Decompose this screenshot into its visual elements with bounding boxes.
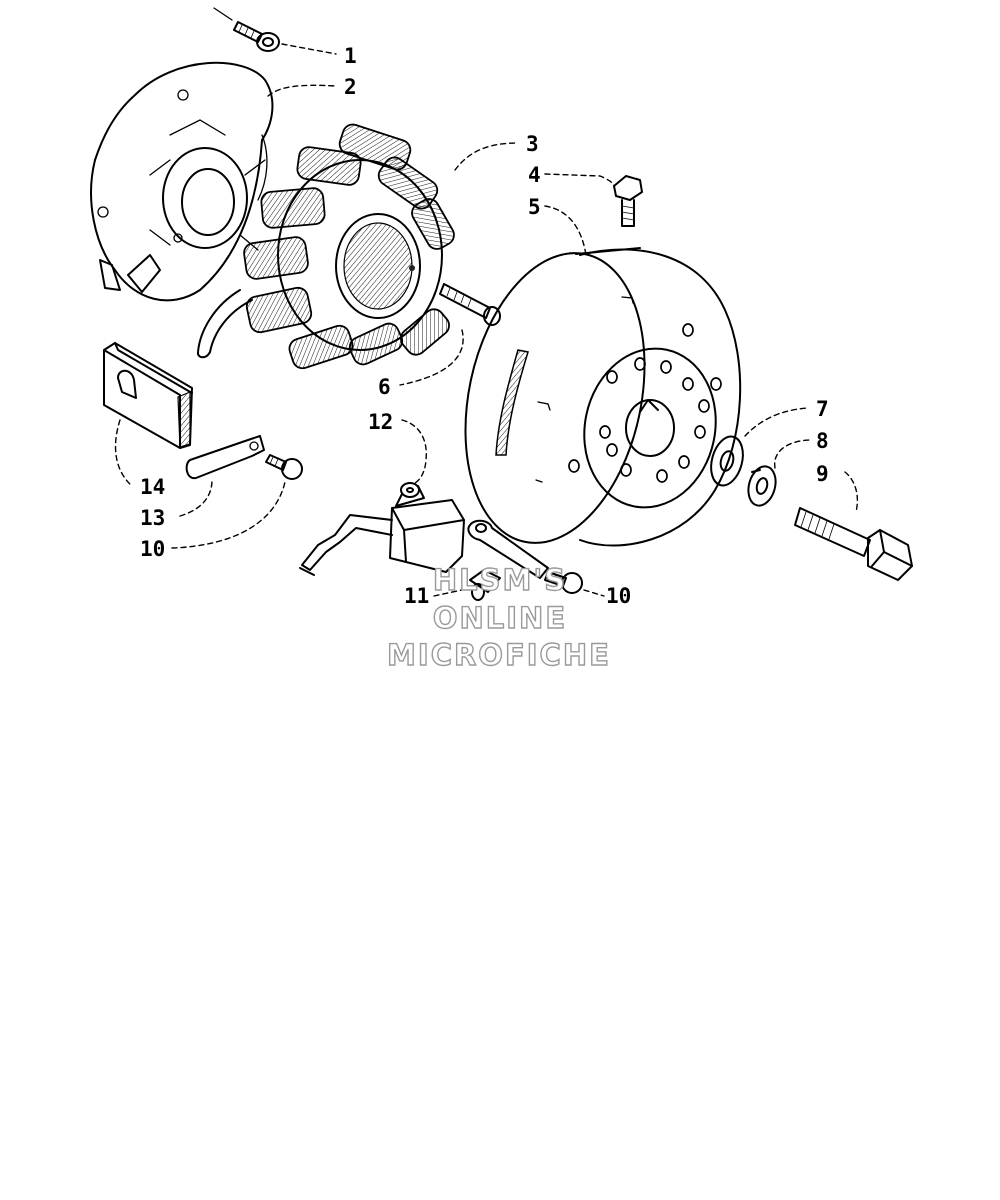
watermark-line-2: ONLINE [433, 601, 567, 635]
callout-7: 7 [816, 397, 829, 421]
callout-10-right: 10 [606, 584, 631, 608]
part-8-lock-washer [747, 465, 777, 507]
part-9-bolt [794, 507, 913, 581]
callout-1: 1 [344, 44, 357, 68]
callout-14: 14 [140, 475, 165, 499]
callout-8: 8 [816, 429, 829, 453]
part-10-screw-right [544, 571, 583, 594]
part-5-flywheel [464, 247, 742, 547]
callout-9: 9 [816, 462, 829, 486]
watermark-line-3: MICROFICHE [387, 638, 611, 672]
callout-2: 2 [344, 75, 357, 99]
part-1-bolt [213, 7, 280, 52]
part-11-clip [469, 569, 501, 601]
callout-6: 6 [378, 375, 391, 399]
callout-11: 11 [404, 584, 429, 608]
part-10-screw-left [265, 454, 303, 480]
part-3-stator [196, 123, 455, 370]
leader-lines [114, 43, 859, 597]
part-6-screw [439, 283, 501, 326]
part-12-coil [299, 482, 549, 579]
callout-5: 5 [528, 195, 541, 219]
callout-12: 12 [368, 410, 393, 434]
part-2-stator-plate [90, 61, 274, 302]
part-13-bracket [185, 435, 265, 480]
callout-10-left: 10 [140, 537, 165, 561]
part-14-plate [103, 342, 193, 449]
watermark: HLSM'S ONLINE MICROFICHE [386, 562, 611, 672]
callout-numbers: 1 2 3 4 5 6 7 8 9 12 14 13 10 11 10 [140, 44, 829, 608]
callout-3: 3 [526, 132, 539, 156]
part-7-washer [710, 435, 744, 487]
callout-4: 4 [528, 163, 541, 187]
callout-13: 13 [140, 506, 165, 530]
watermark-line-1: HLSM'S [433, 563, 567, 597]
part-4-bolt [613, 175, 643, 227]
